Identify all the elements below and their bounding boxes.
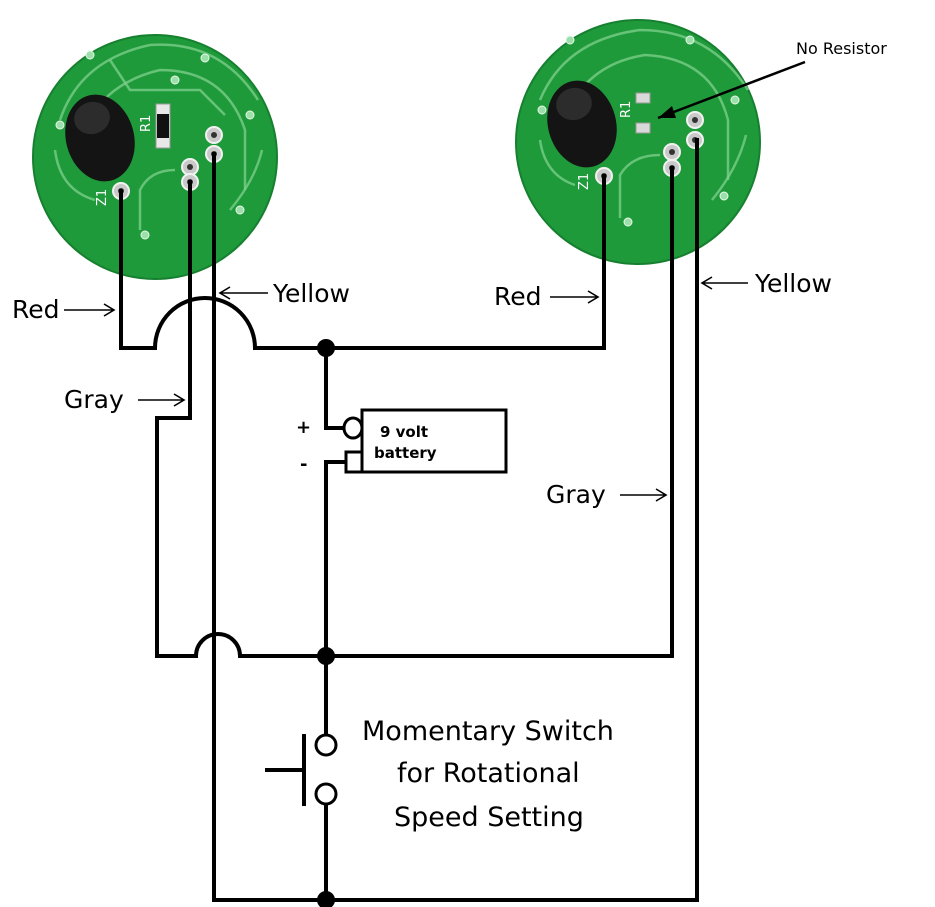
arrow-gray-left: [138, 393, 186, 407]
arrow-yellow-right: [700, 276, 748, 290]
left-yellow-wire: [212, 138, 699, 902]
right-resistor-label: R1: [619, 101, 634, 118]
label-gray-right: Gray: [546, 480, 606, 509]
battery-minus-sign: -: [300, 454, 307, 475]
battery-plus-wire: [324, 346, 348, 430]
left-pcb: R1 Z1: [32, 34, 278, 280]
right-resistor-pad-2: [635, 122, 651, 134]
junction-middle: [317, 647, 335, 665]
left-component-label: Z1: [95, 189, 110, 206]
battery-minus-wire: [324, 460, 348, 742]
battery-plus-terminal: [342, 416, 364, 440]
label-yellow-left: Yellow: [272, 279, 350, 308]
junction-top: [317, 339, 335, 357]
label-no-resistor: No Resistor: [796, 39, 887, 58]
left-resistor-label: R1: [139, 115, 154, 132]
arrow-no-resistor: [657, 60, 806, 120]
right-resistor-pad-1: [635, 92, 651, 104]
left-red-wire: [119, 174, 606, 350]
left-gray-wire: [155, 166, 674, 658]
arrow-yellow-left: [218, 286, 268, 300]
switch-label-2: for Rotational: [397, 758, 580, 789]
arrow-red-right: [550, 290, 600, 304]
right-pcb: R1 Z1: [515, 19, 761, 265]
label-yellow-right: Yellow: [754, 269, 832, 298]
junction-bottom: [317, 891, 335, 907]
wire-labels: Red Yellow Gray Red Yellow Gray No Resis…: [12, 39, 887, 509]
battery-label-1: 9 volt: [380, 423, 428, 441]
momentary-switch: Momentary Switch for Rotational Speed Se…: [265, 716, 614, 833]
right-component-label: Z1: [577, 173, 592, 190]
arrow-gray-right: [620, 488, 668, 502]
label-gray-left: Gray: [64, 385, 124, 414]
switch-label-3: Speed Setting: [394, 802, 584, 833]
switch-contact-top: [314, 733, 338, 757]
battery: 9 volt battery + -: [296, 408, 508, 475]
battery-minus-terminal: [344, 450, 364, 474]
battery-label-2: battery: [374, 444, 437, 462]
label-red-left: Red: [12, 295, 60, 324]
battery-plus-sign: +: [296, 417, 311, 438]
switch-label-1: Momentary Switch: [362, 716, 614, 747]
battery-body: [360, 408, 508, 474]
arrow-red-left: [64, 303, 116, 317]
switch-contact-bottom: [314, 782, 338, 806]
label-red-right: Red: [494, 282, 542, 311]
